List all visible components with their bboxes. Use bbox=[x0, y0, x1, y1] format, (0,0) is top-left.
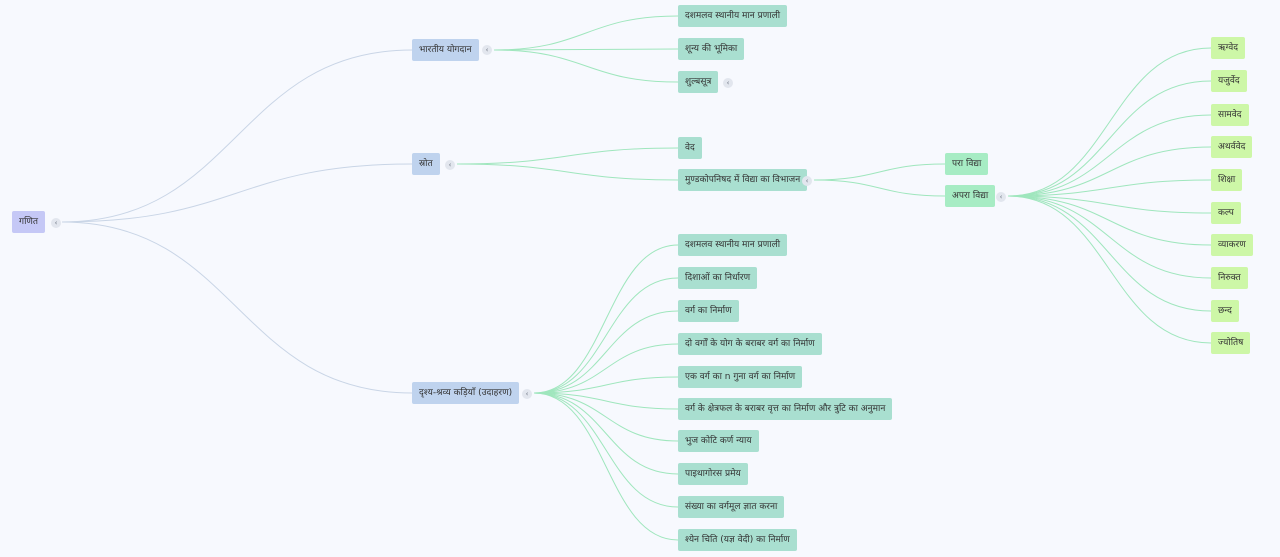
topic-node[interactable]: संख्या का वर्गमूल ज्ञात करना bbox=[678, 496, 785, 518]
topic-connector bbox=[533, 310, 679, 394]
topic-connector bbox=[493, 49, 679, 83]
leaf-connector bbox=[1007, 179, 1212, 197]
topic-node[interactable]: भुज कोटि कर्ण न्याय bbox=[678, 430, 759, 452]
collapse-icon[interactable]: ‹ bbox=[996, 192, 1006, 202]
collapse-icon[interactable]: ‹ bbox=[51, 218, 61, 228]
topic-connector bbox=[533, 392, 679, 508]
leaf-connector bbox=[1007, 195, 1212, 214]
leaf-node[interactable]: ऋग्वेद bbox=[1211, 37, 1245, 59]
subtopic-node[interactable]: परा विद्या bbox=[945, 153, 989, 175]
topic-connector bbox=[533, 392, 679, 442]
leaf-node[interactable]: ज्योतिष bbox=[1211, 332, 1251, 354]
topic-node[interactable]: दशमलव स्थानीय मान प्रणाली bbox=[678, 5, 788, 27]
topic-node[interactable]: शुल्बसूत्र bbox=[678, 71, 719, 93]
branch-node[interactable]: भारतीय योगदान bbox=[412, 39, 479, 61]
leaf-connector bbox=[1007, 195, 1212, 246]
topic-node[interactable]: दिशाओं का निर्धारण bbox=[678, 267, 758, 289]
collapse-icon[interactable]: ‹ bbox=[482, 45, 492, 55]
subtopic-node[interactable]: अपरा विद्या bbox=[945, 185, 996, 207]
topic-connector bbox=[533, 277, 679, 394]
leaf-node[interactable]: सामवेद bbox=[1211, 104, 1249, 126]
expand-icon[interactable]: ‹ bbox=[723, 78, 733, 88]
subtopic-connector bbox=[813, 163, 946, 181]
leaf-connector bbox=[1007, 195, 1212, 312]
leaf-node[interactable]: निरुक्त bbox=[1211, 267, 1248, 289]
leaf-node[interactable]: शिक्षा bbox=[1211, 169, 1243, 191]
topic-connector bbox=[533, 343, 679, 394]
leaf-connector bbox=[1007, 195, 1212, 344]
topic-connector bbox=[493, 15, 679, 51]
topic-node[interactable]: एक वर्ग का n गुना वर्ग का निर्माण bbox=[678, 366, 803, 388]
leaf-node[interactable]: छन्द bbox=[1211, 300, 1239, 322]
leaf-connector bbox=[1007, 47, 1212, 197]
topic-node[interactable]: पाइथागोरस प्रमेय bbox=[678, 463, 748, 485]
branch-connector bbox=[61, 221, 413, 394]
topic-node[interactable]: श्येन चिति (यज्ञ वेदी) का निर्माण bbox=[678, 529, 797, 551]
topic-connector bbox=[533, 376, 679, 394]
topic-connector bbox=[493, 48, 679, 51]
root-node[interactable]: गणित bbox=[12, 211, 46, 233]
leaf-node[interactable]: यजुर्वेद bbox=[1211, 70, 1247, 92]
collapse-icon[interactable]: ‹ bbox=[445, 160, 455, 170]
collapse-icon[interactable]: ‹ bbox=[802, 176, 812, 186]
branch-connector bbox=[61, 49, 413, 223]
leaf-connector bbox=[1007, 146, 1212, 197]
leaf-connector bbox=[1007, 195, 1212, 279]
topic-node[interactable]: वर्ग का निर्माण bbox=[678, 300, 739, 322]
topic-node[interactable]: शून्य की भूमिका bbox=[678, 38, 745, 60]
branch-connector bbox=[61, 163, 413, 223]
leaf-node[interactable]: अथर्ववेद bbox=[1211, 136, 1253, 158]
topic-connector bbox=[456, 163, 679, 181]
branch-node[interactable]: दृश्य-श्रव्य कड़ियाँ (उदाहरण) bbox=[412, 382, 520, 404]
branch-node[interactable]: स्रोत bbox=[412, 153, 440, 175]
topic-node[interactable]: दो वर्गों के योग के बराबर वर्ग का निर्मा… bbox=[678, 333, 822, 355]
collapse-icon[interactable]: ‹ bbox=[522, 389, 532, 399]
topic-connector bbox=[456, 147, 679, 165]
topic-node[interactable]: वेद bbox=[678, 137, 702, 159]
leaf-connector bbox=[1007, 80, 1212, 197]
subtopic-connector bbox=[813, 179, 946, 197]
topic-connector bbox=[533, 244, 679, 394]
topic-node[interactable]: दशमलव स्थानीय मान प्रणाली bbox=[678, 234, 788, 256]
topic-node[interactable]: मुण्डकोपनिषद में विद्या का विभाजन bbox=[678, 169, 808, 191]
topic-connector bbox=[533, 392, 679, 410]
topic-connector bbox=[533, 392, 679, 475]
topic-connector bbox=[533, 392, 679, 541]
leaf-node[interactable]: व्याकरण bbox=[1211, 234, 1253, 256]
topic-node[interactable]: वर्ग के क्षेत्रफल के बराबर वृत्त का निर्… bbox=[678, 398, 893, 420]
leaf-connector bbox=[1007, 114, 1212, 197]
leaf-node[interactable]: कल्प bbox=[1211, 202, 1241, 224]
